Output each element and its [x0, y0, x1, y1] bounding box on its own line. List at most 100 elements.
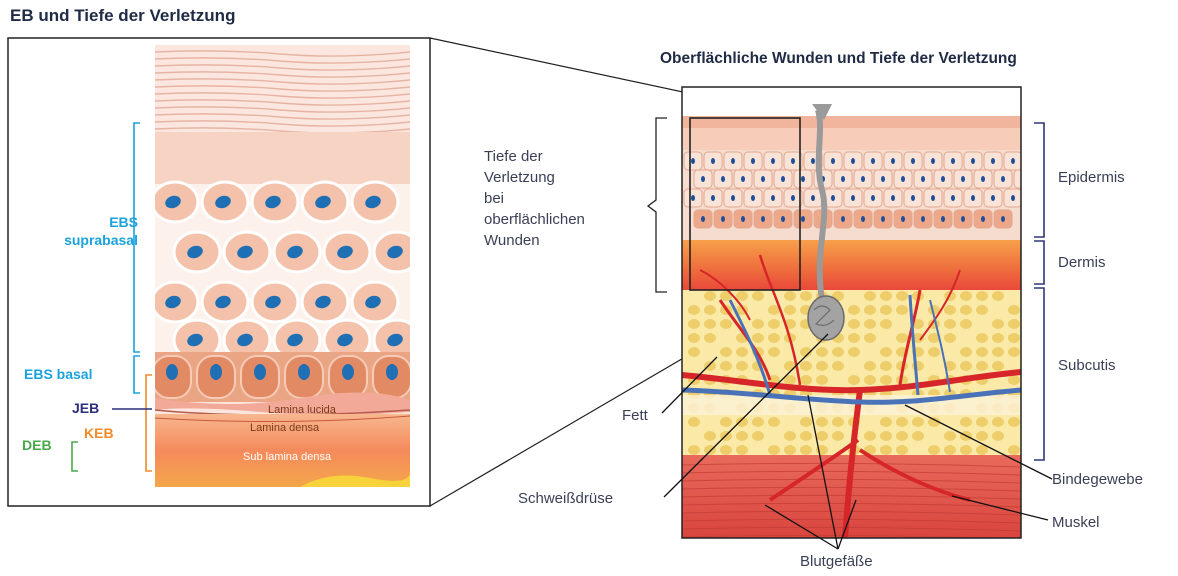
label-ebs-suprabasal-line2: suprabasal	[28, 231, 138, 249]
nucleus	[831, 158, 835, 164]
fat-cell	[976, 431, 988, 441]
nucleus	[761, 216, 765, 222]
fat-cell	[784, 361, 796, 371]
fat-cell	[976, 417, 988, 427]
nucleus	[761, 176, 765, 182]
fat-cell	[848, 319, 860, 329]
fat-cell	[688, 417, 700, 427]
fat-cell	[960, 347, 972, 357]
nucleus	[1001, 216, 1005, 222]
fat-cell	[752, 431, 764, 441]
nucleus	[210, 364, 222, 380]
nucleus	[951, 195, 955, 201]
fat-cell	[752, 319, 764, 329]
bracket-deb	[72, 442, 78, 471]
depth-line: bei	[484, 188, 634, 209]
nucleus	[941, 176, 945, 182]
fat-cell	[1008, 305, 1020, 315]
fat-cell	[928, 445, 940, 455]
label-blutgefaesse: Blutgefäße	[800, 553, 873, 570]
fat-cell	[752, 333, 764, 343]
fat-cell	[864, 431, 876, 441]
fat-cell	[960, 305, 972, 315]
bracket-depth	[648, 118, 667, 292]
fat-cell	[736, 417, 748, 427]
nucleus	[1001, 176, 1005, 182]
fat-cell	[992, 291, 1004, 301]
fat-cell	[848, 333, 860, 343]
label-epidermis: Epidermis	[1058, 169, 1125, 186]
label-ebs-suprabasal: EBS suprabasal	[28, 213, 138, 249]
nucleus	[791, 195, 795, 201]
fat-cell	[736, 291, 748, 301]
fat-cell	[896, 431, 908, 441]
nucleus	[881, 176, 885, 182]
fat-cell	[752, 291, 764, 301]
nucleus	[731, 195, 735, 201]
nucleus	[921, 176, 925, 182]
fat-cell	[992, 431, 1004, 441]
fat-cell	[960, 319, 972, 329]
fat-cell	[784, 291, 796, 301]
nucleus	[1011, 158, 1015, 164]
nucleus	[811, 195, 815, 201]
fat-cell	[880, 361, 892, 371]
nucleus	[911, 195, 915, 201]
fat-cell	[832, 431, 844, 441]
fat-cell	[736, 347, 748, 357]
fat-cell	[768, 445, 780, 455]
epidermis-closeup	[152, 45, 420, 487]
fat-cell	[784, 431, 796, 441]
label-schweissdruese: Schweißdrüse	[518, 490, 613, 507]
fat-cell	[880, 417, 892, 427]
fat-cell	[832, 347, 844, 357]
fat-cell	[880, 319, 892, 329]
nucleus	[781, 216, 785, 222]
fat-cell	[864, 375, 876, 385]
fat-cell	[832, 417, 844, 427]
nucleus	[298, 364, 310, 380]
fat-cell	[720, 319, 732, 329]
label-fett: Fett	[622, 407, 648, 424]
nucleus	[801, 216, 805, 222]
fat-cell	[736, 431, 748, 441]
nucleus	[751, 158, 755, 164]
fat-cell	[880, 431, 892, 441]
label-ebs-suprabasal-line1: EBS	[28, 213, 138, 231]
bracket-ebs-basal	[134, 356, 140, 393]
fat-cell	[960, 417, 972, 427]
bracket-epidermis	[1034, 123, 1044, 237]
epidermal-cell	[1014, 170, 1032, 188]
fat-cell	[1008, 347, 1020, 357]
fat-cell	[816, 375, 828, 385]
label-depth-superficial-wounds: Tiefe der Verletzung bei oberflächlichen…	[484, 146, 634, 251]
nucleus	[801, 176, 805, 182]
nucleus	[721, 216, 725, 222]
nucleus	[891, 158, 895, 164]
nucleus	[701, 176, 705, 182]
nucleus	[931, 158, 935, 164]
fat-cell	[800, 375, 812, 385]
label-muskel: Muskel	[1052, 514, 1100, 531]
label-lamina-densa: Lamina densa	[250, 422, 319, 434]
nucleus	[811, 158, 815, 164]
nucleus	[911, 158, 915, 164]
fat-cell	[720, 361, 732, 371]
depth-line: Wunden	[484, 230, 634, 251]
label-jeb: JEB	[72, 400, 99, 416]
fat-cell	[864, 291, 876, 301]
fat-cell	[896, 305, 908, 315]
nucleus	[386, 364, 398, 380]
nucleus	[861, 176, 865, 182]
fat-cell	[768, 333, 780, 343]
fat-cell	[896, 445, 908, 455]
skin-cross-section	[682, 87, 1032, 539]
fat-cell	[704, 305, 716, 315]
fat-cell	[944, 431, 956, 441]
nucleus	[254, 364, 266, 380]
fat-cell	[800, 445, 812, 455]
nucleus	[771, 195, 775, 201]
fat-cell	[688, 445, 700, 455]
fat-cell	[960, 361, 972, 371]
fat-cell	[784, 445, 796, 455]
